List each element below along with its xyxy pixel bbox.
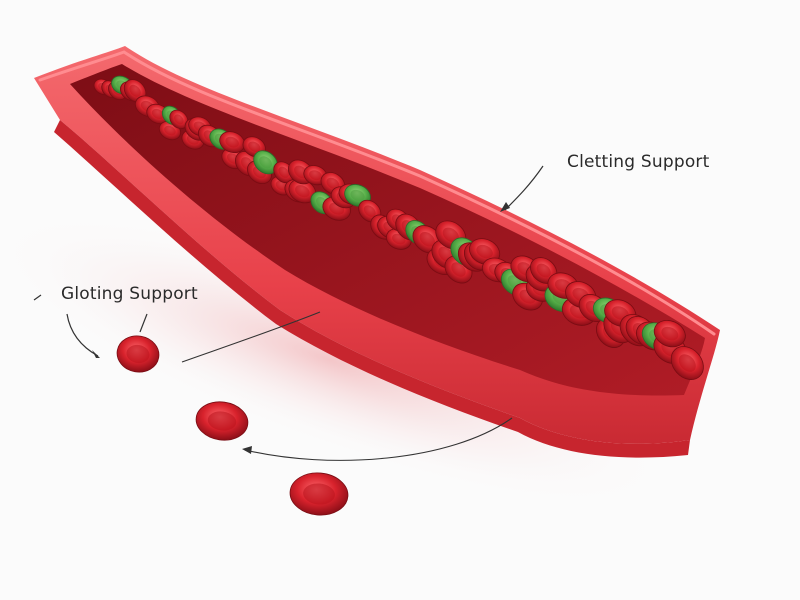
green-cell	[253, 150, 278, 175]
pointer-left-tick	[33, 294, 42, 301]
pointer-top	[504, 165, 544, 211]
loose-red-cell	[116, 335, 160, 373]
pointer-top-arrowhead	[500, 202, 510, 212]
loose-red-cell	[289, 472, 349, 516]
red-cell	[653, 319, 686, 348]
pointer-to-cell	[139, 313, 148, 333]
annotation-label-top: Cletting Support	[567, 152, 710, 172]
cells-outside	[116, 335, 349, 516]
connector-lower-arrowhead	[242, 446, 252, 454]
cells-inside	[93, 75, 704, 380]
pointer-left-arrowhead	[92, 350, 100, 358]
connector-line-upper	[181, 311, 321, 363]
red-cell	[169, 109, 189, 130]
annotation-label-left: Gloting Support	[61, 284, 198, 304]
loose-red-cell	[195, 401, 249, 441]
red-cell	[219, 131, 245, 154]
vessel-rim	[38, 50, 716, 336]
connector-line-lower	[244, 417, 513, 461]
red-cell	[670, 346, 704, 380]
vessel-shadow	[0, 213, 670, 507]
